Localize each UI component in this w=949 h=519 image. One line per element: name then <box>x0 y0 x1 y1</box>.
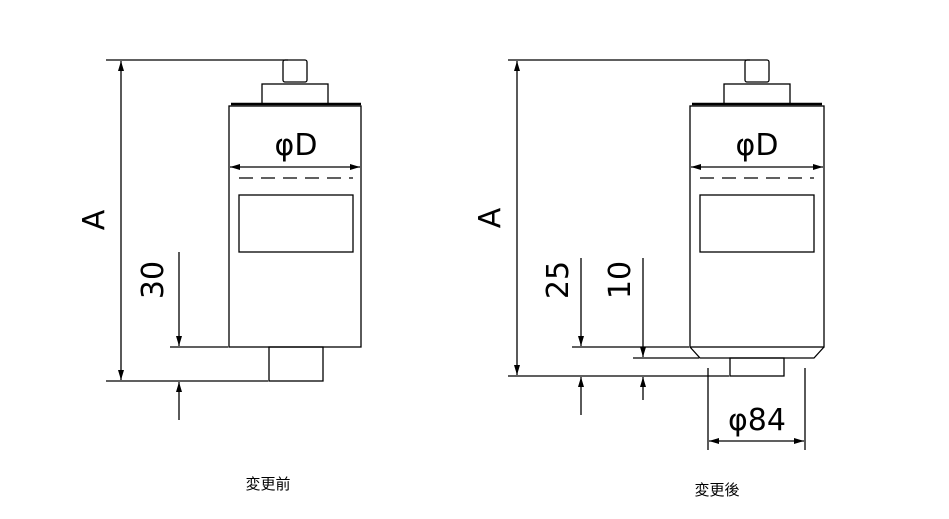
after-a-label: A <box>473 207 508 228</box>
before-caption: 変更前 <box>245 475 290 493</box>
before-bottom-stub <box>268 346 324 382</box>
after-offset-outer-label: 25 <box>541 261 576 299</box>
before-offset-label: 30 <box>136 261 171 299</box>
after-offset-inner-label: 10 <box>603 261 638 299</box>
after-diameter-label: φD <box>736 128 779 163</box>
after-top-knob <box>744 59 770 83</box>
after-bottom-diameter-label: φ84 <box>728 403 786 438</box>
before-a-label: A <box>77 209 112 230</box>
after-bottom-stub <box>729 357 785 377</box>
before-window <box>238 194 354 253</box>
before-cap <box>261 83 329 105</box>
before-diameter-label: φD <box>275 128 318 163</box>
after-window <box>699 194 815 253</box>
before-top-knob <box>282 59 308 83</box>
after-drawing: φD A 25 10 φ84 変更後 <box>473 59 825 499</box>
after-cap <box>723 83 791 105</box>
after-chamfer-base <box>689 346 825 359</box>
before-drawing: φD A 30 変更前 <box>77 59 362 493</box>
after-caption: 変更後 <box>694 481 739 499</box>
after-body <box>689 105 825 348</box>
